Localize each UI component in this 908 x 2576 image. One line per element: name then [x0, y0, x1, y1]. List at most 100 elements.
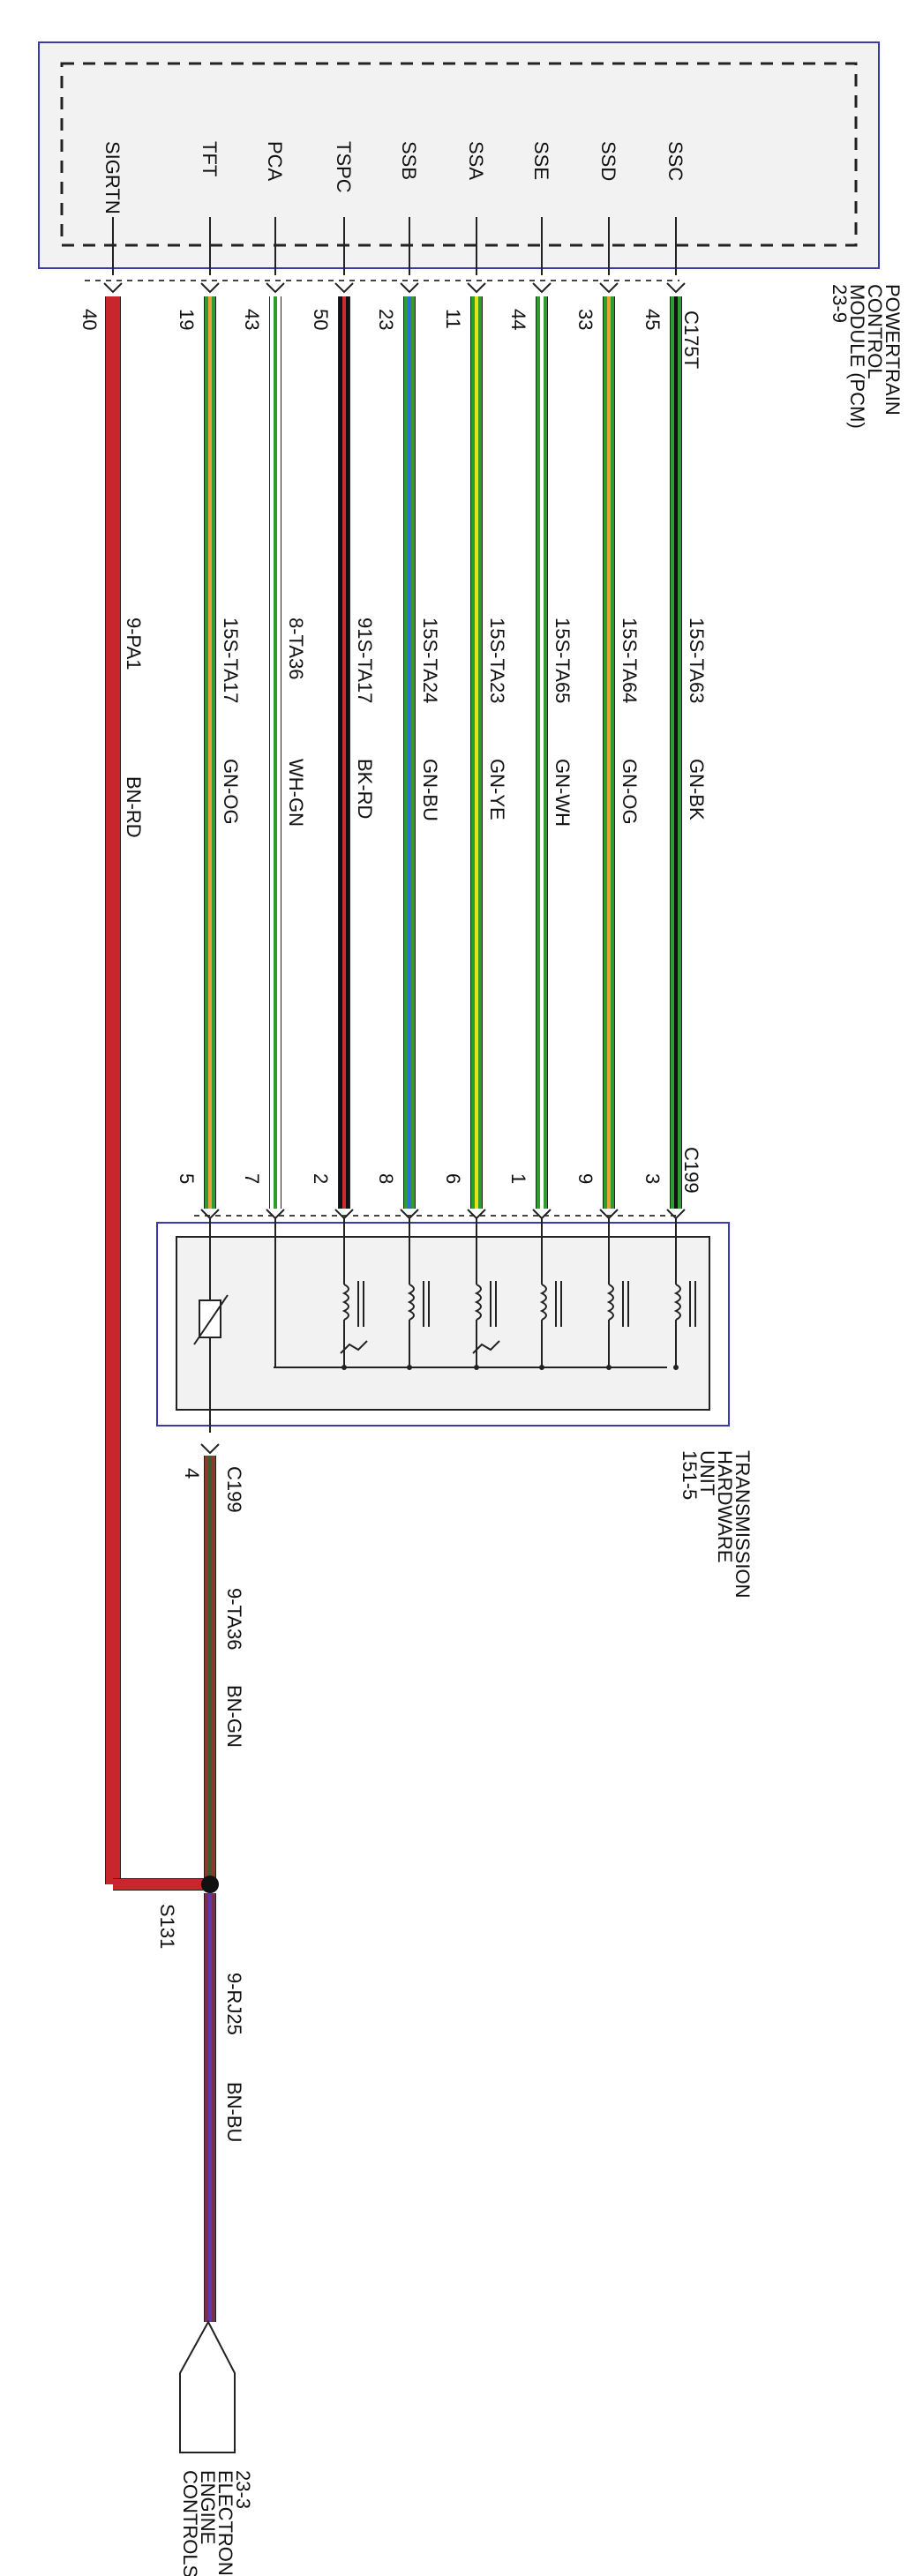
destination-label-line-3: ENGINE: [197, 2470, 219, 2544]
pcm-label-line-3: MODULE (PCM): [846, 284, 868, 429]
lower-connector-id: C199: [223, 1466, 245, 1513]
coil-suppressor-0: [340, 1340, 368, 1354]
signal-label-tspc: TSPC: [333, 141, 355, 193]
color-code-ssc: GN-BK: [686, 759, 708, 820]
lower-pin: 4: [181, 1468, 203, 1479]
pcm-pin-mark-ssa: [467, 282, 486, 294]
color-code-sigrtn: BN-RD: [123, 776, 145, 838]
pcm-label: POWERTRAIN CONTROL MODULE (PCM) 23-9: [829, 284, 904, 429]
thu-label: TRANSMISSION HARDWARE UNIT 151-5: [679, 1450, 754, 1598]
wire-group: SIGRTN409-PA1BN-RDTFT1915S-TA17GN-OG5PCA…: [79, 141, 708, 1884]
destination-label-line-4: CONTROLS: [179, 2470, 201, 2576]
pcm-module: [38, 41, 880, 281]
color-code-ssa: GN-YE: [486, 759, 508, 820]
pcm-label-line-4: 23-9: [829, 284, 851, 323]
pcm-pin-ssa: 11: [442, 309, 464, 329]
bottom-wire-circuit: 9-RJ25: [223, 1973, 245, 2035]
lower-section: [113, 1443, 220, 2322]
coil-winding-ssd: [606, 1284, 614, 1321]
destination-label-line-2: ELECTRONIC: [214, 2470, 236, 2576]
signal-label-ssb: SSB: [398, 141, 420, 180]
coil-winding-sse: [539, 1284, 547, 1321]
signal-label-ssd: SSD: [597, 141, 619, 181]
coil-junction-ssb: [407, 1365, 412, 1370]
lower-color-code: BN-GN: [223, 1685, 245, 1748]
coil-suppressor-1: [472, 1340, 500, 1354]
coil-winding-tspc: [341, 1284, 349, 1321]
pcm-pin-mark-pca: [266, 282, 285, 294]
coil-junction-tspc: [341, 1365, 347, 1370]
pcm-pin-mark-ssd: [599, 282, 619, 294]
thu-pin-sse: 1: [507, 1173, 529, 1184]
pcm-pin-mark-tspc: [334, 282, 354, 294]
coil-winding-ssc: [673, 1284, 681, 1321]
thu-pin-mark-ssa: [467, 1209, 486, 1220]
coil-winding-ssa: [474, 1284, 482, 1321]
pcm-pin-mark-ssc: [666, 282, 686, 294]
thu-label-line-1: TRANSMISSION: [732, 1450, 754, 1598]
circuit-tft: 15S-TA17: [220, 618, 242, 703]
thu-pin-ssd: 9: [574, 1173, 597, 1184]
lower-circuit: 9-TA36: [223, 1588, 245, 1651]
thu-pin-ssc: 3: [642, 1173, 664, 1184]
pcm-pin-mark-sse: [532, 282, 552, 294]
transmission-hardware-unit: [156, 1215, 730, 1427]
pcm-pin-pca: 43: [241, 309, 263, 330]
color-code-pca: WH-GN: [285, 759, 307, 827]
thu-pin-tft: 5: [176, 1173, 198, 1184]
circuit-sigrtn: 9-PA1: [123, 618, 145, 670]
pcm-pin-sse: 44: [507, 309, 529, 330]
destination-connector: [179, 2319, 236, 2453]
bottom-wire-color-code: BN-BU: [223, 2082, 245, 2142]
pcm-pin-ssd: 33: [574, 309, 597, 330]
signal-label-tft: TFT: [199, 141, 221, 176]
thu-pin-mark-sse: [532, 1209, 552, 1220]
coil-junction-ssd: [606, 1365, 612, 1370]
pcm-pin-tspc: 50: [310, 309, 332, 330]
color-code-tspc: BK-RD: [354, 759, 376, 819]
color-code-ssb: GN-BU: [419, 759, 441, 821]
signal-label-ssc: SSC: [664, 141, 687, 181]
destination-label-line-1: 23-3: [232, 2470, 254, 2509]
thu-internal-circuit: [193, 1217, 696, 1433]
thu-pin-mark-pca: [266, 1209, 285, 1220]
circuit-sse: 15S-TA65: [552, 618, 574, 703]
circuit-ssb: 15S-TA24: [419, 618, 441, 703]
lower-pin-mark: [200, 1443, 220, 1455]
pcm-pin-sigrtn: 40: [79, 309, 101, 330]
coil-junction-sse: [539, 1365, 544, 1370]
thu-label-line-4: 151-5: [679, 1450, 701, 1500]
thermistor-slash: [193, 1294, 229, 1345]
signal-label-sigrtn: SIGRTN: [101, 141, 124, 214]
circuit-ssd: 15S-TA64: [619, 618, 641, 703]
pcm-pin-mark-ssb: [400, 282, 419, 294]
thu-pin-mark-ssc: [666, 1209, 686, 1220]
thu-pin-mark-tft: [200, 1209, 220, 1220]
circuit-tspc: 91S-TA17: [354, 618, 376, 703]
pcm-pin-mark-sigrtn: [103, 282, 123, 294]
splice-label: S131: [156, 1904, 178, 1949]
coil-junction-ssc: [673, 1365, 679, 1370]
color-code-tft: GN-OG: [220, 759, 242, 825]
pcm-pin-ssc: 45: [642, 309, 664, 330]
coil-winding-ssb: [407, 1284, 415, 1321]
splice-dot: [201, 1876, 219, 1893]
thu-pin-mark-ssb: [400, 1209, 419, 1220]
circuit-ssa: 15S-TA23: [486, 618, 508, 703]
pcm-label-line-1: POWERTRAIN: [882, 284, 904, 416]
color-code-sse: GN-WH: [552, 759, 574, 827]
thu-pin-ssb: 8: [375, 1173, 397, 1184]
thu-pin-ssa: 6: [442, 1173, 464, 1184]
signal-label-sse: SSE: [530, 141, 552, 180]
thu-pin-mark-tspc: [334, 1209, 354, 1220]
thu-connector-id: C199: [680, 1147, 702, 1194]
circuit-ssc: 15S-TA63: [686, 618, 708, 703]
destination-label: 23-3 ELECTRONIC ENGINE CONTROLS: [179, 2470, 254, 2576]
pcm-pin-mark-tft: [200, 282, 220, 294]
thu-pin-mark-ssd: [599, 1209, 619, 1220]
pcm-connector-id: C175T: [680, 311, 702, 369]
thu-label-line-3: UNIT: [696, 1450, 718, 1495]
thu-pin-pca: 7: [241, 1173, 263, 1184]
signal-label-ssa: SSA: [465, 141, 487, 180]
